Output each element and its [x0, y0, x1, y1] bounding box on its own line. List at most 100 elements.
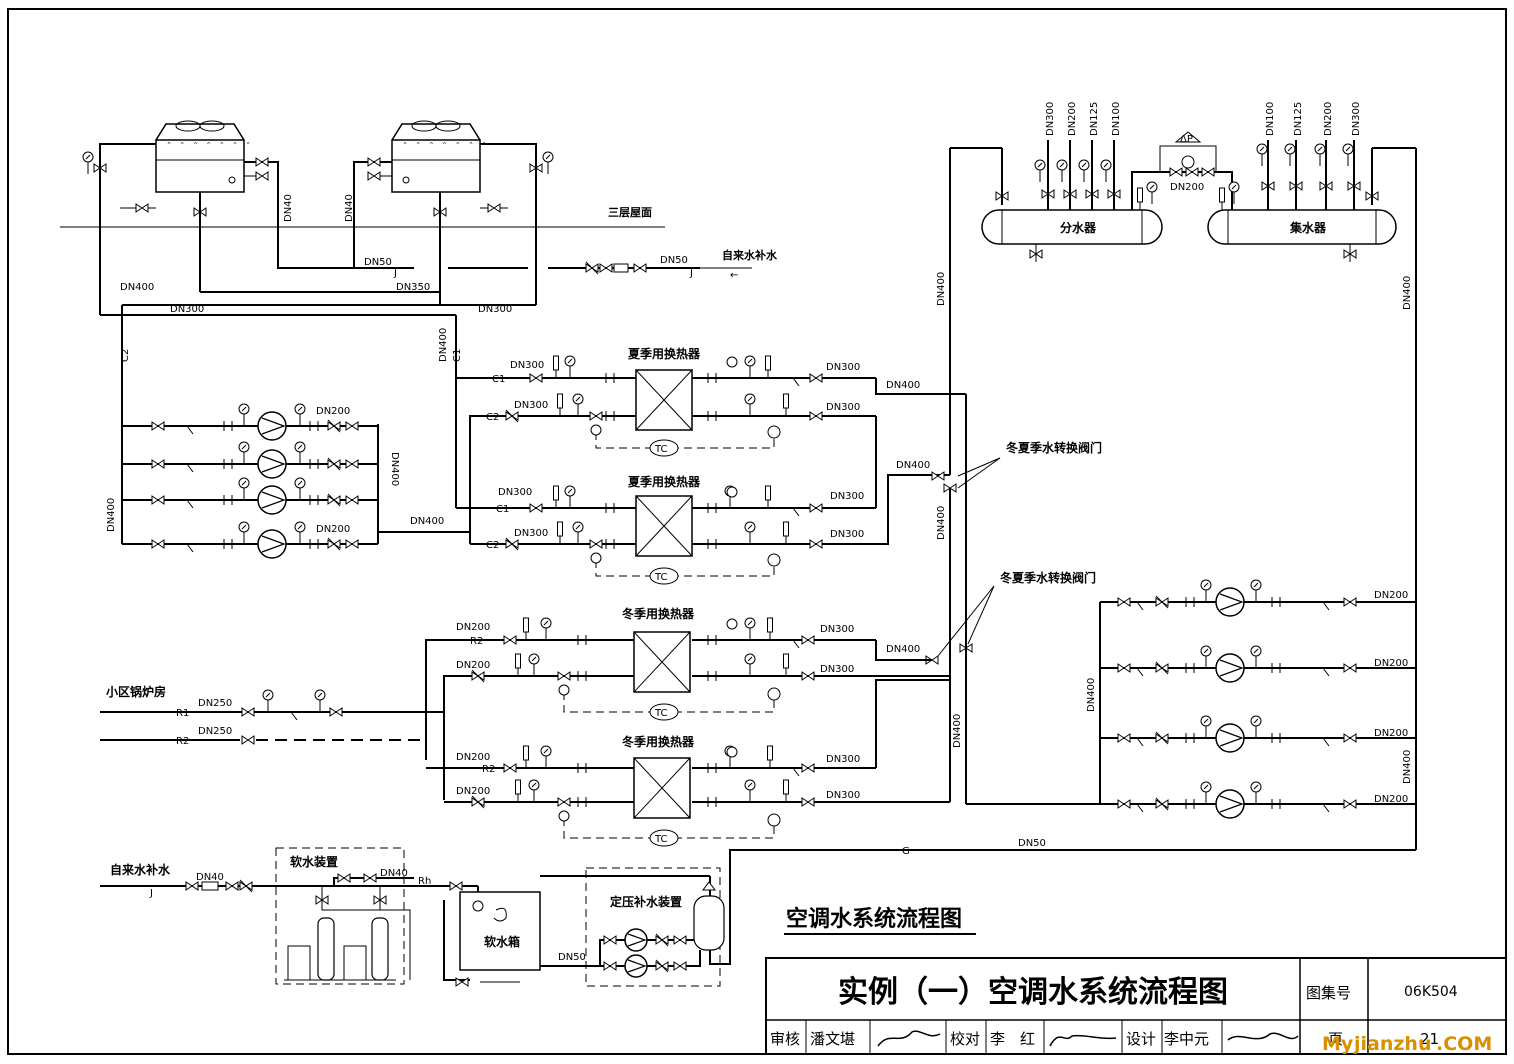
- dn400-label-w1: DN400: [886, 644, 920, 655]
- dn40-label-b: DN40: [344, 194, 355, 222]
- dn50-label-g: DN50: [1018, 838, 1046, 849]
- dn400-label-c1: DN400: [438, 328, 449, 362]
- softener-label: 软水装置: [290, 854, 338, 869]
- dn100-label-dist: DN100: [1111, 102, 1122, 136]
- dn125-label-coll: DN125: [1293, 102, 1304, 136]
- check-label: 校对: [950, 1030, 980, 1048]
- dn40-label-a: DN40: [283, 194, 294, 222]
- distributor-vessel: [981, 209, 1163, 245]
- r2-label-w1: R2: [470, 636, 483, 647]
- j-label-makeup: J: [149, 888, 153, 899]
- atlas-number: 06K504: [1404, 984, 1458, 1000]
- dn300-label-s4: DN300: [514, 528, 548, 539]
- c2-label-s1: C2: [486, 412, 499, 423]
- dn200-label-cwp-top: DN200: [316, 406, 350, 417]
- dn300-label-w1: DN300: [820, 624, 854, 635]
- svg-text:＾ ＾ ＾ ＾ ＾ ＾ ＾: ＾ ＾ ＾ ＾ ＾ ＾ ＾: [400, 141, 489, 155]
- j-label-a: J: [393, 268, 397, 279]
- dn400-label-riser-5: DN400: [1402, 750, 1413, 784]
- dn300-label-s7: DN300: [830, 491, 864, 502]
- dn200-label-w2: DN200: [456, 660, 490, 671]
- checker-signature: [1049, 1034, 1117, 1047]
- distributor-branches: [1047, 140, 1355, 210]
- changeover-valve-label-2: 冬夏季水转换阀门: [1000, 570, 1096, 585]
- dn400-label-cwp-left: DN400: [106, 498, 117, 532]
- pressurizer-unit: [585, 867, 725, 987]
- softener-unit: [275, 847, 405, 985]
- dn300-label-s8: DN300: [830, 529, 864, 540]
- distributor-label: 分水器: [1060, 220, 1097, 235]
- rh-label: Rh: [418, 876, 431, 887]
- dn200-label-cwp-bottom: DN200: [316, 524, 350, 535]
- dn400-label-s1: DN400: [886, 380, 920, 391]
- dn200-label-p3: DN200: [1374, 728, 1408, 739]
- dn300-label-ct-a: DN300: [170, 304, 204, 315]
- watermark-com: .COM: [1436, 1033, 1492, 1055]
- watermark-my: My: [1322, 1033, 1354, 1055]
- dn400-label-riser-2: DN400: [936, 506, 947, 540]
- dn50-label-a: DN50: [364, 257, 392, 268]
- dn400-label-cwp-out: DN400: [410, 516, 444, 527]
- dn400-label-s2: DN400: [896, 460, 930, 471]
- pressurizer-label: 定压补水装置: [610, 894, 682, 909]
- roof-label: 三层屋面: [608, 206, 652, 219]
- tc-label-winter-1: TC: [654, 708, 668, 719]
- district-boiler-label: 小区锅炉房: [106, 684, 166, 699]
- winter-hx-label-1: 冬季用换热器: [622, 606, 695, 621]
- dn400-label-riser-4: DN400: [1402, 276, 1413, 310]
- dn40-label-softener: DN40: [380, 868, 408, 879]
- dn200-label-p4: DN200: [1374, 794, 1408, 805]
- dn400-label-riser-1: DN400: [936, 272, 947, 306]
- dn400-label-riser-3: DN400: [952, 714, 963, 748]
- dn400-label-ct: DN400: [120, 282, 154, 293]
- dn125-label-dist: DN125: [1089, 102, 1100, 136]
- tc-label-winter-2: TC: [654, 834, 668, 845]
- dn200-label-bypass: DN200: [1170, 182, 1204, 193]
- cooling-tower-right: ＾ ＾ ＾ ＾ ＾ ＾ ＾: [391, 120, 489, 193]
- winter-hx-piping: [425, 639, 950, 839]
- dn200-label-p1: DN200: [1374, 590, 1408, 601]
- dn50-label-b: DN50: [660, 255, 688, 266]
- site-watermark: My jianzhu .COM: [1322, 1033, 1492, 1055]
- page-number: 21: [1420, 1030, 1439, 1048]
- svg-text:＾ ＾ ＾ ＾ ＾ ＾ ＾: ＾ ＾ ＾ ＾ ＾ ＾ ＾: [164, 141, 253, 155]
- drawing-frame: [7, 8, 1507, 1055]
- dn300-label-w2: DN300: [820, 664, 854, 675]
- dn300-label-w3: DN300: [826, 754, 860, 765]
- dn300-label-w4: DN300: [826, 790, 860, 801]
- review-label: 审核: [770, 1030, 800, 1048]
- winter-hx-label-2: 冬季用换热器: [622, 734, 695, 749]
- dn200-label-w3: DN200: [456, 752, 490, 763]
- dn50-label-tank: DN50: [558, 952, 586, 963]
- changeover-valve-label-1: 冬夏季水转换阀门: [1006, 440, 1102, 455]
- dn200-label-w1: DN200: [456, 622, 490, 633]
- dn300-label-dist: DN300: [1045, 102, 1056, 136]
- soft-water-tank: [459, 891, 541, 971]
- dn300-label-s6: DN300: [826, 402, 860, 413]
- dn400-label-cwp-right: DN400: [389, 452, 400, 486]
- summer-hx-label-1: 夏季用换热器: [628, 346, 701, 361]
- dn200-label-dist: DN200: [1067, 102, 1078, 136]
- tc-label-summer-2: TC: [654, 572, 668, 583]
- dn300-label-s3: DN300: [498, 487, 532, 498]
- r2-label-main: R2: [176, 736, 189, 747]
- watermark-site: jianzhu: [1353, 1033, 1431, 1055]
- designer-name: 李中元: [1164, 1030, 1209, 1048]
- designer-signature: [1227, 1032, 1299, 1041]
- checker-name: 李 红: [990, 1030, 1035, 1048]
- makeup-water-label-bottom: 自来水补水: [110, 862, 171, 877]
- collector-label: 集水器: [1289, 220, 1327, 235]
- dn200-label-coll: DN200: [1323, 102, 1334, 136]
- dn350-label: DN350: [396, 282, 430, 293]
- dn400-label-p-left: DN400: [1086, 678, 1097, 712]
- c1-label-s2: C1: [496, 504, 509, 515]
- soft-tank-label: 软水箱: [484, 934, 520, 949]
- dn100-label-coll: DN100: [1265, 102, 1276, 136]
- j-label-b: J: [689, 268, 693, 279]
- summer-hx-label-2: 夏季用换热器: [628, 474, 701, 489]
- secondary-pump-group: [966, 601, 1416, 805]
- titleblock-title: 实例（一）空调水系统流程图: [838, 975, 1228, 1010]
- atlas-label: 图集号: [1306, 984, 1351, 1002]
- dn300-label-coll: DN300: [1351, 102, 1362, 136]
- r2-label-w2: R2: [482, 764, 495, 775]
